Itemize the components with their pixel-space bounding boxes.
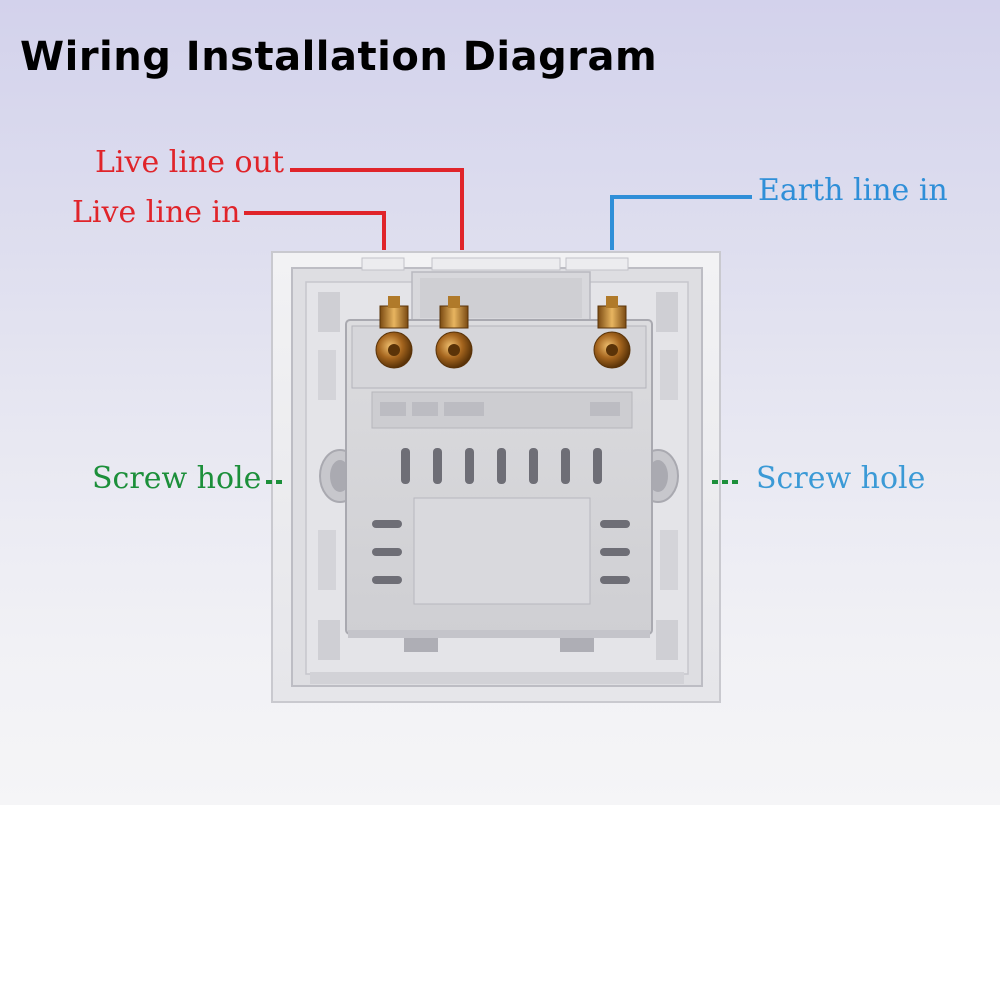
- diagram-title: Wiring Installation Diagram: [20, 34, 658, 80]
- terminal-live-out: [435, 296, 473, 369]
- diagram-canvas: Wiring Installation Diagram: [0, 0, 1000, 805]
- label-earth-line-in: Earth line in: [758, 173, 948, 208]
- label-screw-hole-left: Screw hole: [92, 461, 262, 496]
- switch-illustration: [244, 168, 752, 703]
- label-screw-hole-right: Screw hole: [756, 461, 926, 496]
- terminal-earth-in: [593, 296, 631, 369]
- terminal-live-in: [375, 296, 413, 369]
- blank-footer-area: [0, 805, 1000, 1000]
- leader-earth-in: [610, 195, 752, 250]
- label-live-line-in: Live line in: [72, 195, 241, 230]
- label-live-line-out: Live line out: [95, 145, 284, 180]
- leader-live-out: [290, 168, 464, 250]
- leader-live-in: [244, 211, 386, 250]
- switch-body: [345, 271, 653, 652]
